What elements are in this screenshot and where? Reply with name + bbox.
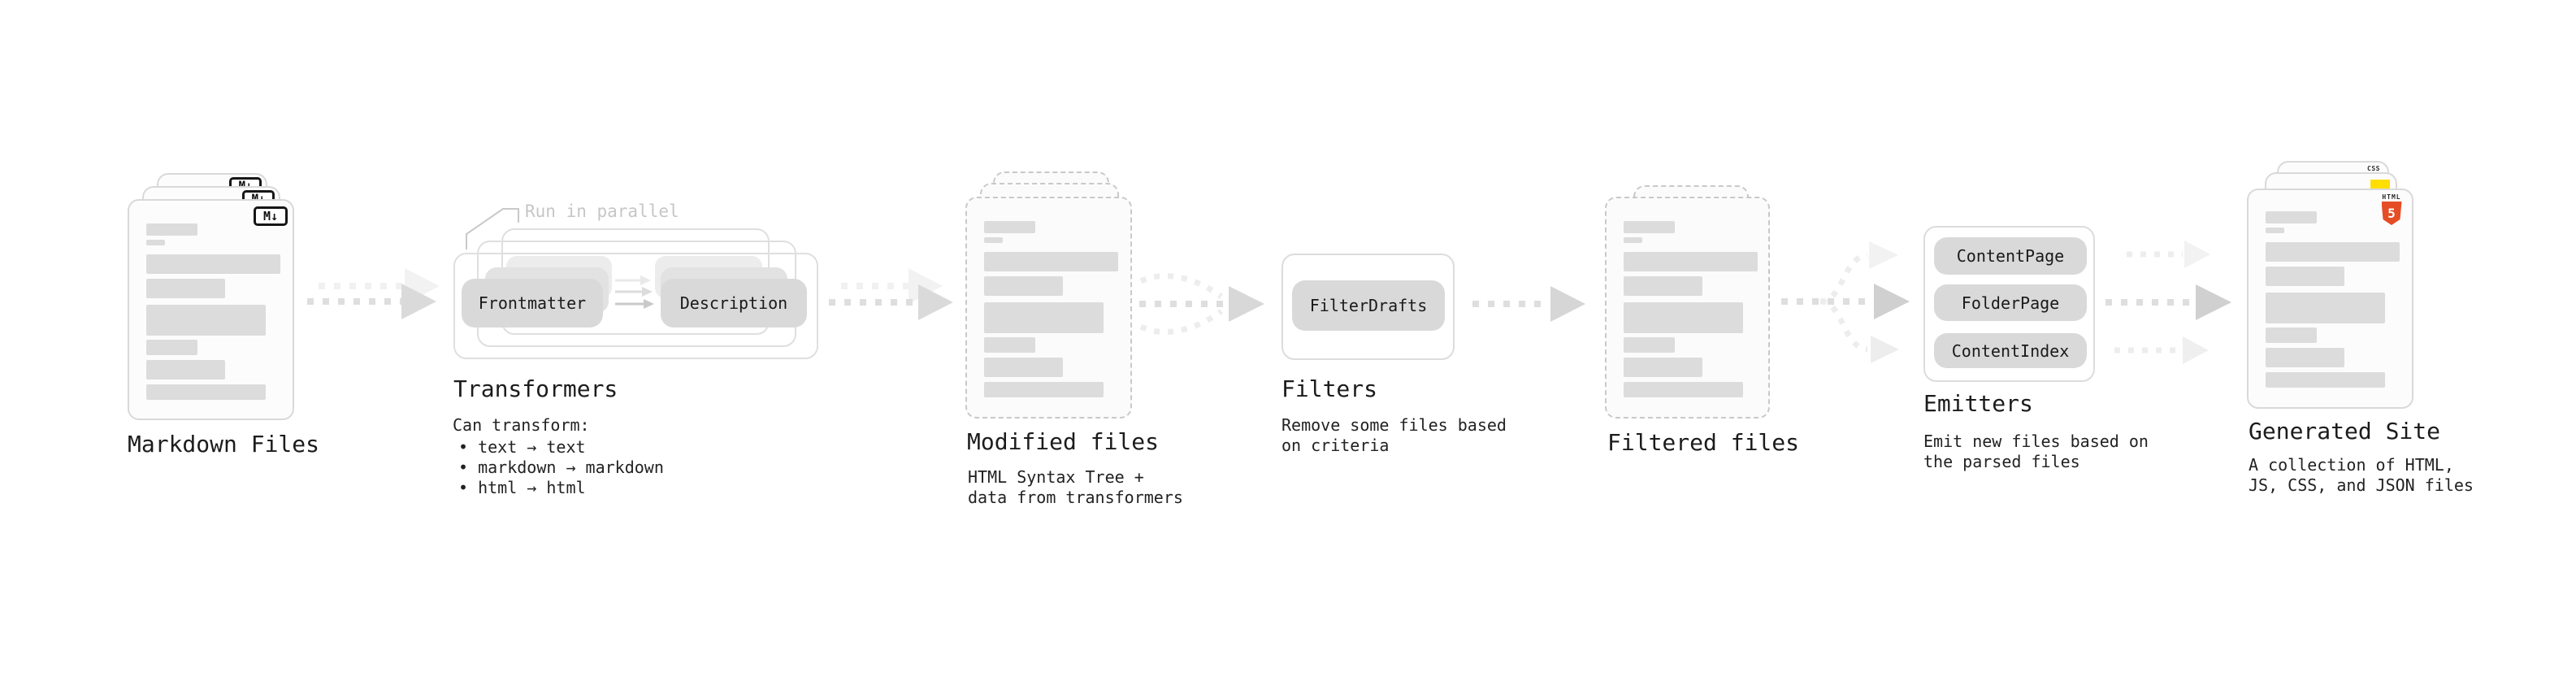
doc-line <box>2266 228 2284 233</box>
frontmatter-pill: Frontmatter <box>462 279 603 327</box>
transformers-desc-title: Can transform: <box>453 415 590 435</box>
modified-files-desc: HTML Syntax Tree + <box>968 467 1144 487</box>
doc-line <box>2266 211 2317 223</box>
filterdrafts-pill: FilterDrafts <box>1292 280 1445 331</box>
folderpage-pill: FolderPage <box>1934 284 2087 321</box>
doc-line <box>146 240 165 245</box>
doc-line <box>2266 242 2400 262</box>
filtered-files-label: Filtered files <box>1607 429 1800 456</box>
doc-line <box>1624 337 1675 353</box>
doc-line <box>2266 293 2385 323</box>
doc-line <box>984 252 1118 271</box>
doc-line <box>984 382 1104 397</box>
doc-line <box>146 279 225 298</box>
doc-line <box>1624 382 1743 397</box>
transformers-label: Transformers <box>453 375 618 402</box>
markdown-file-card: M↓ <box>128 199 294 420</box>
emitters-desc: Emit new files based on <box>1923 432 2149 451</box>
doc-line <box>146 340 197 355</box>
emitters-desc: the parsed files <box>1923 452 2080 471</box>
description-pill: Description <box>661 279 807 327</box>
arrow-emitters-to-generated <box>2105 241 2231 364</box>
generated-site-desc: A collection of HTML, <box>2249 455 2454 475</box>
transformers-layer-front <box>453 253 818 359</box>
doc-line <box>146 223 197 236</box>
doc-line <box>1624 276 1702 296</box>
js-icon <box>2370 180 2390 189</box>
doc-line <box>984 302 1104 333</box>
modified-file-card <box>965 197 1132 419</box>
doc-line <box>984 276 1063 296</box>
doc-line <box>984 237 1003 243</box>
arrow-markdown-to-transformers <box>307 268 440 319</box>
doc-line <box>984 221 1035 233</box>
doc-line <box>146 254 280 274</box>
doc-line <box>2266 372 2385 388</box>
doc-line <box>1624 237 1642 243</box>
modified-files-label: Modified files <box>967 428 1160 455</box>
markdown-files-label: Markdown Files <box>128 431 320 458</box>
doc-line <box>1624 221 1675 233</box>
doc-line <box>2266 327 2317 343</box>
transformers-bullet: • text → text <box>458 437 586 457</box>
filtered-file-card <box>1605 197 1770 419</box>
doc-line <box>1624 252 1758 271</box>
html5-icon: HTML 5 <box>2381 193 2402 225</box>
doc-line <box>146 360 225 380</box>
generated-site-desc: JS, CSS, and JSON files <box>2249 475 2474 495</box>
transformers-bullet: • markdown → markdown <box>458 458 664 477</box>
transformers-bullet: • html → html <box>458 478 586 497</box>
doc-line <box>146 384 266 400</box>
contentindex-pill: ContentIndex <box>1934 333 2087 368</box>
filters-label: Filters <box>1281 375 1378 402</box>
doc-line <box>984 337 1035 353</box>
doc-line <box>146 305 266 336</box>
doc-line <box>2266 348 2344 367</box>
generated-site-label: Generated Site <box>2249 418 2441 445</box>
doc-line <box>1624 302 1743 333</box>
markdown-icon: M↓ <box>254 206 288 226</box>
contentpage-pill: ContentPage <box>1934 237 2087 275</box>
arrow-modified-to-filters <box>1139 273 1264 335</box>
arrow-filters-to-filtered <box>1472 286 1585 322</box>
generated-file-card: HTML 5 <box>2247 189 2413 409</box>
arrow-filtered-to-emitters <box>1781 241 1910 363</box>
emitters-label: Emitters <box>1923 390 2033 417</box>
run-in-parallel-note: Run in parallel <box>525 202 679 221</box>
filters-desc: Remove some files based <box>1281 415 1507 435</box>
doc-line <box>984 358 1063 377</box>
doc-line <box>2266 267 2344 286</box>
arrow-transformers-to-modified <box>829 268 953 320</box>
modified-files-desc: data from transformers <box>968 488 1183 507</box>
filters-desc: on criteria <box>1281 436 1390 455</box>
doc-line <box>1624 358 1702 377</box>
